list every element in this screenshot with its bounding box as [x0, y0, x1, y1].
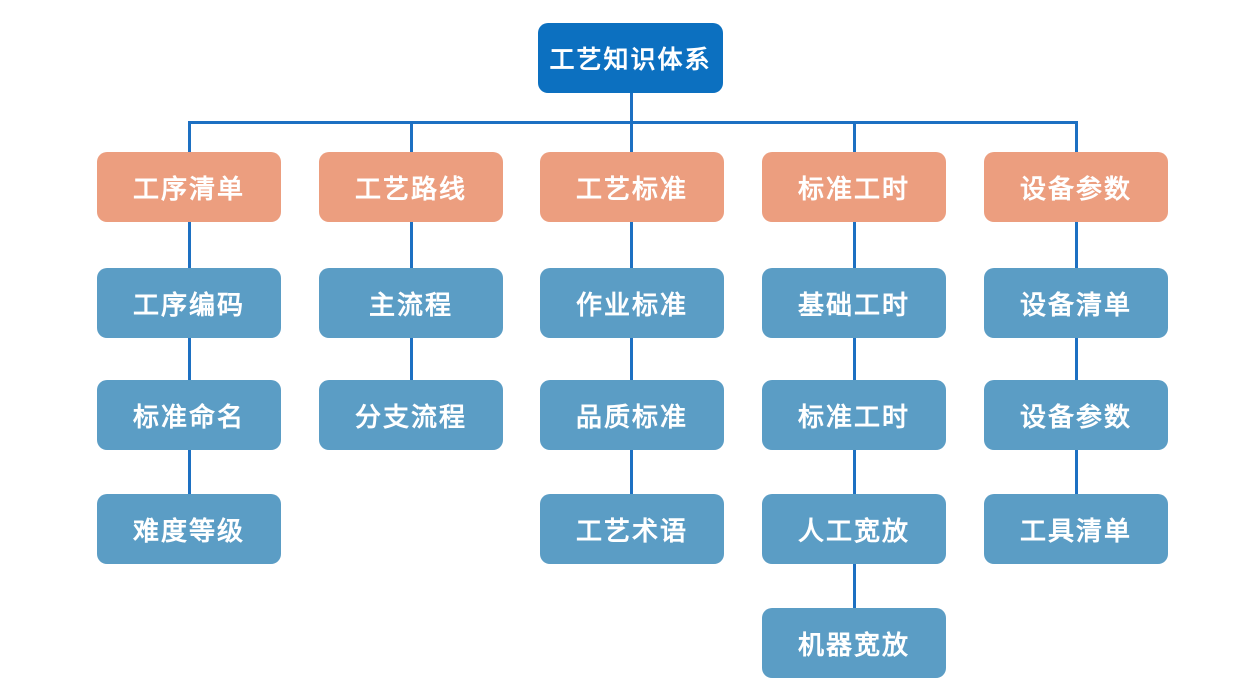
node-child-manual-allowance: 人工宽放: [762, 494, 946, 564]
connector: [853, 222, 856, 268]
node-root-process-knowledge-system: 工艺知识体系: [538, 23, 723, 93]
node-child-standard-naming: 标准命名: [97, 380, 281, 450]
connector-drop-3: [630, 121, 633, 152]
connector-root-stem: [630, 93, 633, 121]
node-child-quality-standard: 品质标准: [540, 380, 724, 450]
connector-drop-4: [853, 121, 856, 152]
connector-drop-2: [410, 121, 413, 152]
connector: [630, 222, 633, 268]
node-child-branch-flow: 分支流程: [319, 380, 503, 450]
node-branch-process-list: 工序清单: [97, 152, 281, 222]
node-child-process-terms: 工艺术语: [540, 494, 724, 564]
connector: [1075, 338, 1078, 380]
node-child-base-hours: 基础工时: [762, 268, 946, 338]
connector: [410, 222, 413, 268]
node-child-process-code: 工序编码: [97, 268, 281, 338]
node-branch-equipment-params: 设备参数: [984, 152, 1168, 222]
connector: [188, 222, 191, 268]
node-child-machine-allowance: 机器宽放: [762, 608, 946, 678]
node-branch-process-route: 工艺路线: [319, 152, 503, 222]
connector: [410, 338, 413, 380]
connector: [188, 338, 191, 380]
node-child-equipment-list: 设备清单: [984, 268, 1168, 338]
node-branch-standard-hours: 标准工时: [762, 152, 946, 222]
connector-bus: [188, 121, 1078, 124]
node-child-main-flow: 主流程: [319, 268, 503, 338]
connector: [188, 450, 191, 494]
connector: [1075, 222, 1078, 268]
connector-drop-1: [188, 121, 191, 152]
node-child-standard-hours: 标准工时: [762, 380, 946, 450]
connector: [853, 450, 856, 494]
node-child-difficulty-level: 难度等级: [97, 494, 281, 564]
connector: [630, 450, 633, 494]
node-branch-process-standard: 工艺标准: [540, 152, 724, 222]
node-child-equipment-params: 设备参数: [984, 380, 1168, 450]
connector: [853, 338, 856, 380]
connector: [1075, 450, 1078, 494]
node-child-operation-standard: 作业标准: [540, 268, 724, 338]
node-child-tool-list: 工具清单: [984, 494, 1168, 564]
connector-drop-5: [1075, 121, 1078, 152]
connector: [853, 564, 856, 608]
connector: [630, 338, 633, 380]
